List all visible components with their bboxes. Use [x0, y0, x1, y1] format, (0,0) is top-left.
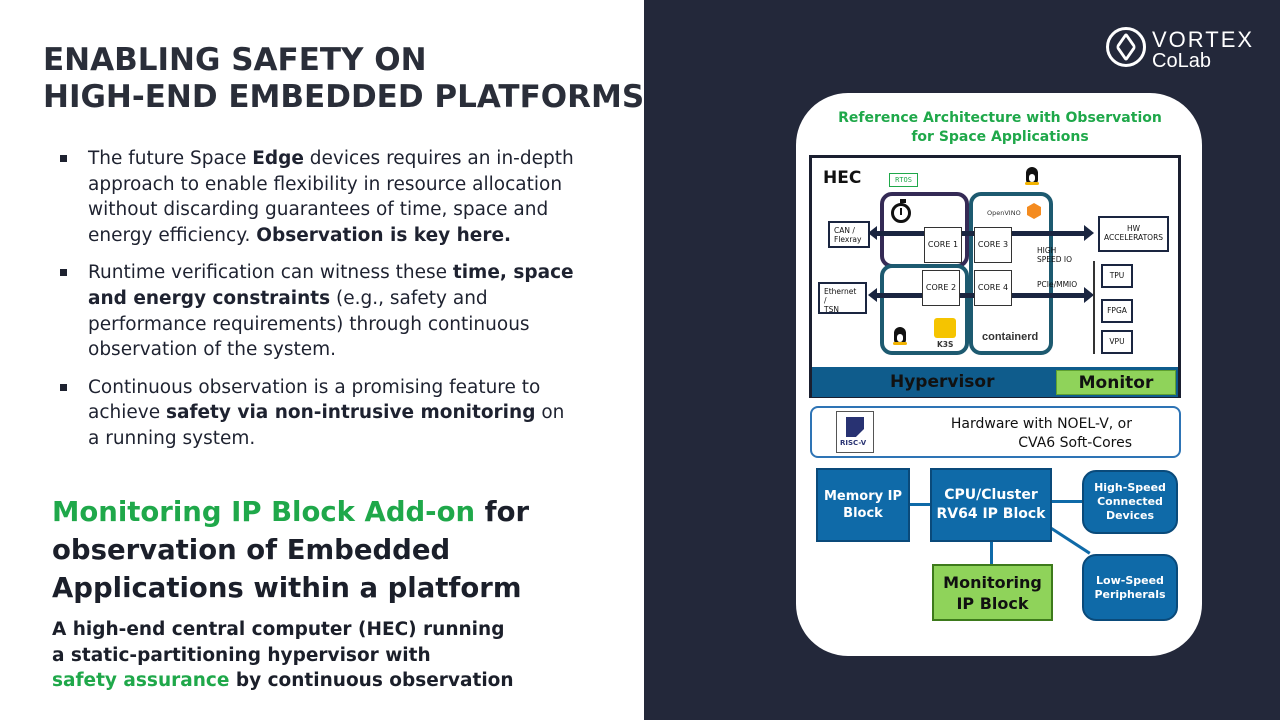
bullet-item: The future Space Edge devices requires a… — [58, 146, 578, 248]
logo-icon — [1106, 27, 1146, 67]
partition-linux-ai — [969, 192, 1053, 355]
high-speed-io-label: HIGH SPEED IO — [1037, 246, 1073, 264]
rtos-badge: RTOS — [889, 173, 918, 187]
can-flexray-box: CAN / Flexray — [828, 221, 870, 248]
title-line-1: ENABLING SAFETY ON — [43, 42, 427, 78]
k3s-label: K3S — [937, 340, 954, 349]
memory-ip-block: Memory IP Block — [816, 468, 910, 542]
k3s-icon — [934, 318, 956, 338]
openvino-logo: OpenVINO — [987, 209, 1021, 217]
vpu-box: VPU — [1101, 330, 1133, 354]
bullet-item: Continuous observation is a promising fe… — [58, 375, 578, 452]
linux-tux-icon — [1025, 167, 1039, 185]
core-3: CORE 3 — [974, 227, 1012, 263]
title-line-2: HIGH-END EMBEDDED PLATFORMS — [43, 79, 645, 115]
arrow-head-right-icon — [1084, 287, 1094, 303]
hardware-text: Hardware with NOEL-V, or CVA6 Soft-Cores — [950, 416, 1132, 451]
connector-line — [990, 542, 993, 564]
tensorflow-icon — [1027, 203, 1041, 219]
arrow-head-right-icon — [1084, 225, 1094, 241]
vortex-colab-logo: VORTEX CoLab — [1106, 27, 1256, 73]
containerd-logo: containerd — [982, 331, 1039, 343]
riscv-logo: RISC-V — [836, 411, 874, 453]
core-1: CORE 1 — [924, 227, 962, 263]
low-speed-peripherals-block: Low-Speed Peripherals — [1082, 554, 1178, 621]
core-4: CORE 4 — [974, 270, 1012, 306]
partition-linux-k3s — [880, 264, 969, 355]
diagram-title: Reference Architecture with Observation … — [838, 110, 1162, 145]
monitoring-ip-block: Monitoring IP Block — [932, 564, 1053, 621]
text-panel: ENABLING SAFETY ON HIGH-END EMBEDDED PLA… — [43, 42, 645, 691]
cpu-cluster-ip-block: CPU/Cluster RV64 IP Block — [930, 468, 1052, 542]
pcie-label: PCIe/MMIO — [1037, 280, 1078, 289]
hypervisor-label: Hypervisor — [890, 372, 995, 392]
arrow-head-left-icon — [868, 226, 877, 240]
hec-label: HEC — [823, 168, 862, 188]
linux-tux-icon — [893, 327, 907, 345]
tpu-box: TPU — [1101, 264, 1133, 288]
hw-accelerators-box: HW ACCELERATORS — [1098, 216, 1169, 252]
fpga-box: FPGA — [1101, 299, 1133, 323]
stopwatch-icon — [891, 199, 911, 223]
arrow-head-left-icon — [868, 288, 877, 302]
subheadline: A high-end central computer (HEC) runnin… — [52, 619, 514, 691]
monitor-box: Monitor — [1056, 370, 1176, 395]
bullet-list: The future Space Edge devices requires a… — [58, 146, 578, 464]
bullet-item: Runtime verification can witness these t… — [58, 260, 578, 362]
ethernet-tsn-box: Ethernet / TSN — [818, 282, 867, 314]
core-2: CORE 2 — [922, 270, 960, 306]
headline: Monitoring IP Block Add-on for observati… — [52, 496, 530, 604]
accelerator-bus-line — [1093, 261, 1095, 354]
connector-line — [910, 503, 930, 506]
high-speed-devices-block: High-Speed Connected Devices — [1082, 470, 1178, 534]
connector-line — [1052, 500, 1082, 503]
slide-title: ENABLING SAFETY ON HIGH-END EMBEDDED PLA… — [43, 42, 644, 116]
